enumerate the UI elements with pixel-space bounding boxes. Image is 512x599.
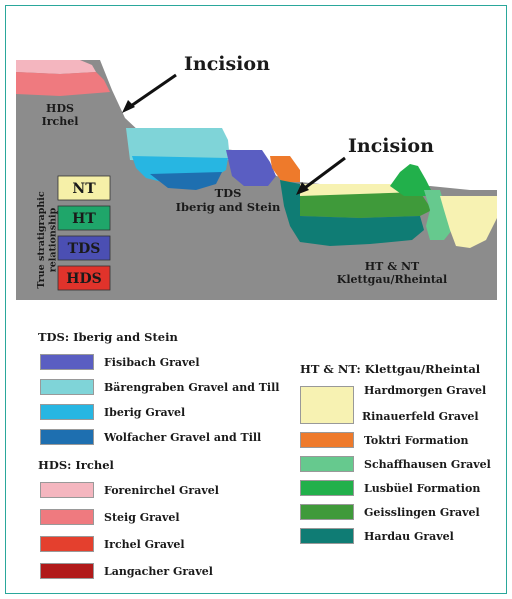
strat-box-label-tds: TDS xyxy=(68,241,101,257)
legend-swatch xyxy=(40,404,94,420)
legend-label: Irchel Gravel xyxy=(104,537,185,551)
wolfacher-gravel-layer xyxy=(150,172,222,190)
schaffhausen-gravel-layer xyxy=(424,190,452,240)
strat-box-tds xyxy=(57,235,111,261)
legend-title-hds: HDS: Irchel xyxy=(38,458,114,472)
incision-label-left: Incision xyxy=(184,53,270,75)
tds-legend-item: Wolfacher Gravel and Till xyxy=(40,429,261,445)
legend-swatch xyxy=(300,480,354,496)
legend-swatch xyxy=(300,504,354,520)
ht-nt-legend-item: Schaffhausen Gravel xyxy=(300,456,491,472)
tds-legend-item: Iberig Gravel xyxy=(40,404,185,420)
legend-title-tds: TDS: Iberig and Stein xyxy=(38,330,178,344)
toktri-formation-layer xyxy=(270,156,300,182)
fisibach-gravel-layer xyxy=(226,150,276,186)
strat-box-label-hds: HDS xyxy=(66,271,101,287)
tds-legend-item: Bärengraben Gravel and Till xyxy=(40,379,279,395)
ht-nt-legend-item: Toktri Formation xyxy=(300,432,468,448)
hds-legend-item: Forenirchel Gravel xyxy=(40,482,219,498)
legend-label: Forenirchel Gravel xyxy=(104,483,219,497)
strat-box-ht xyxy=(57,205,111,231)
legend-swatch xyxy=(40,429,94,445)
steig-gravel-layer xyxy=(16,72,110,96)
strat-box-hds xyxy=(57,265,111,291)
incision-label-right: Incision xyxy=(348,135,434,157)
geisslingen-gravel-layer xyxy=(300,192,432,218)
legend-swatch xyxy=(40,379,94,395)
legend-swatch xyxy=(40,354,94,370)
forenirchel-gravel-layer xyxy=(16,60,96,74)
nt-gravel-layer xyxy=(440,196,497,248)
strat-box-label-nt: NT xyxy=(72,181,96,197)
stratigraphic-axis-label: True stratigraphicrelationship xyxy=(36,191,58,288)
legend-label: Rinauerfeld Gravel xyxy=(362,409,479,423)
legend-label: Iberig Gravel xyxy=(104,405,186,419)
legend-label: Langacher Gravel xyxy=(104,564,213,578)
legend-swatch xyxy=(40,482,94,498)
legend-label: Schaffhausen Gravel xyxy=(364,457,491,471)
lusbuel-formation-layer xyxy=(390,164,434,196)
hds-legend-item: Steig Gravel xyxy=(40,509,180,525)
legend-swatch xyxy=(40,536,94,552)
stratigraphic-boxes: NT HT TDS HDS xyxy=(57,175,111,291)
ht-nt-legend-item: Lusbüel Formation xyxy=(300,480,480,496)
ht-nt-legend-item: Hardau Gravel xyxy=(300,528,454,544)
legend-label: Hardau Gravel xyxy=(364,529,454,543)
ht-nt-legend-item: Hardmorgen Gravel xyxy=(300,384,487,424)
legend-label: Wolfacher Gravel and Till xyxy=(104,430,262,444)
hardau-gravel-layer xyxy=(280,180,424,246)
legend-title-ht-nt: HT & NT: Klettgau/Rheintal xyxy=(300,362,481,376)
incision-arrow-right xyxy=(296,156,346,195)
legend-label: Geisslingen Gravel xyxy=(364,505,480,519)
legend-label: Bärengraben Gravel and Till xyxy=(104,380,280,394)
legend-swatch xyxy=(300,456,354,472)
legend-swatch xyxy=(300,386,354,424)
legend-swatch xyxy=(40,509,94,525)
legend-label: Lusbüel Formation xyxy=(364,481,481,495)
legend-label: Toktri Formation xyxy=(364,433,469,447)
legend-swatch xyxy=(40,563,94,579)
strat-box-label-ht: HT xyxy=(72,211,96,227)
legend-label: Steig Gravel xyxy=(104,510,180,524)
hds-legend-item: Irchel Gravel xyxy=(40,536,185,552)
hds-legend-item: Langacher Gravel xyxy=(40,563,213,579)
legend-label: Fisibach Gravel xyxy=(104,355,200,369)
legend-swatch xyxy=(300,528,354,544)
baerengraben-gravel-layer xyxy=(126,128,230,162)
tds-legend-item: Fisibach Gravel xyxy=(40,354,200,370)
hardmorgen-gravel-layer xyxy=(300,184,404,196)
ht-nt-legend-item: Geisslingen Gravel xyxy=(300,504,480,520)
legend-swatch xyxy=(300,432,354,448)
legend-label: Hardmorgen Gravel xyxy=(364,384,487,397)
incision-arrow-left xyxy=(122,73,177,113)
strat-box-nt xyxy=(57,175,111,201)
ht-nt-legend-item: Rinauerfeld Gravel xyxy=(300,408,479,424)
